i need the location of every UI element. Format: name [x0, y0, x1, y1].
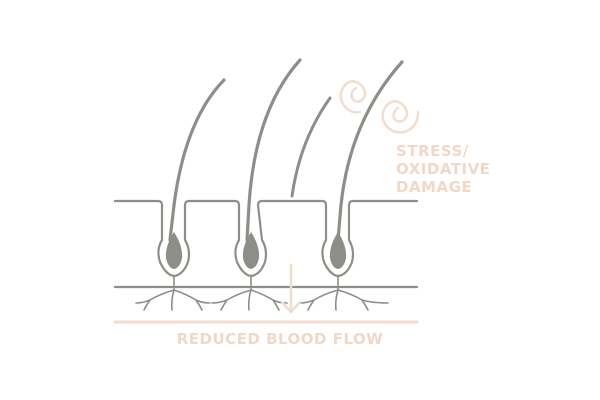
down-arrow-icon: [280, 263, 302, 314]
roots-1: [135, 275, 211, 311]
hair-shaft-3: [336, 60, 404, 242]
roots-3: [299, 275, 389, 311]
follicle-bulb-3: [329, 232, 347, 269]
follicle-bulb-2: [242, 232, 260, 269]
hair-shaft-2: [245, 58, 302, 242]
hair-follicle-2: [211, 58, 302, 311]
blood-flow-label: REDUCED BLOOD FLOW: [177, 330, 384, 348]
thin-hair-shaft: [290, 96, 332, 198]
stress-label-line-1: STRESS/: [396, 142, 469, 160]
stress-label-line-2: OXIDATIVE: [396, 160, 490, 178]
hair-follicle-1: [135, 78, 226, 311]
hair-follicle-3: [299, 60, 404, 311]
spiral-icon: [339, 80, 420, 134]
follicle-bulb-1: [165, 232, 183, 269]
stress-label-line-3: DAMAGE: [396, 178, 472, 196]
roots-2: [211, 275, 288, 311]
skin-surface-line: [113, 199, 419, 207]
hair-shaft-1: [168, 78, 226, 242]
